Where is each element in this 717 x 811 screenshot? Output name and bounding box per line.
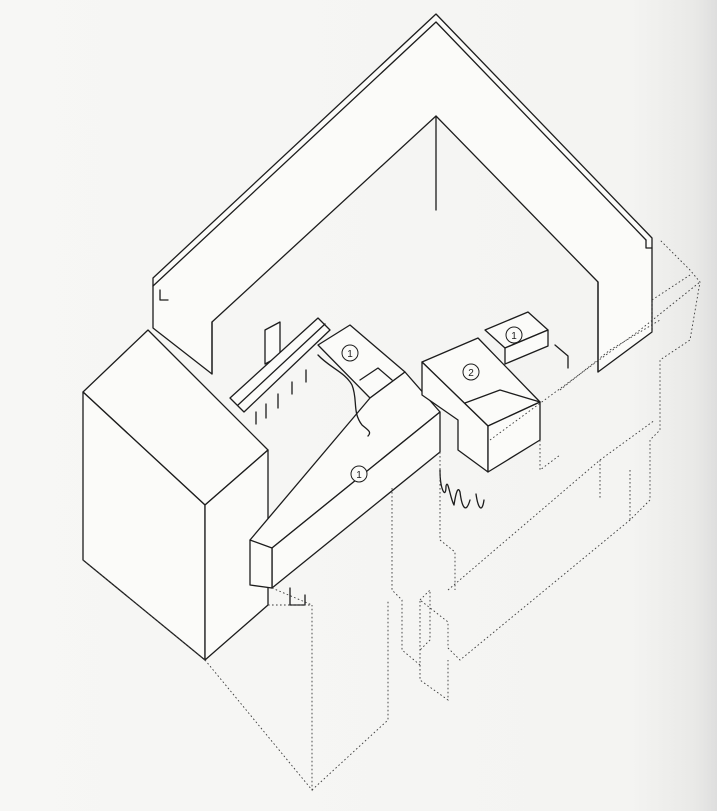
hidden-lines [82, 239, 701, 792]
callout-1-right: 1 [505, 326, 523, 344]
courtyard-terrace [229, 317, 331, 425]
back-l-block [152, 13, 653, 375]
callout-label: 1 [347, 349, 353, 360]
callout-1-upper: 1 [341, 344, 359, 362]
left-tower-block [82, 329, 269, 661]
callout-label: 2 [468, 368, 474, 379]
roof-pavilion [421, 337, 541, 509]
callout-2: 2 [462, 363, 480, 381]
callout-label: 1 [356, 470, 362, 481]
callout-1-lower: 1 [350, 465, 368, 483]
callout-label: 1 [511, 331, 517, 342]
